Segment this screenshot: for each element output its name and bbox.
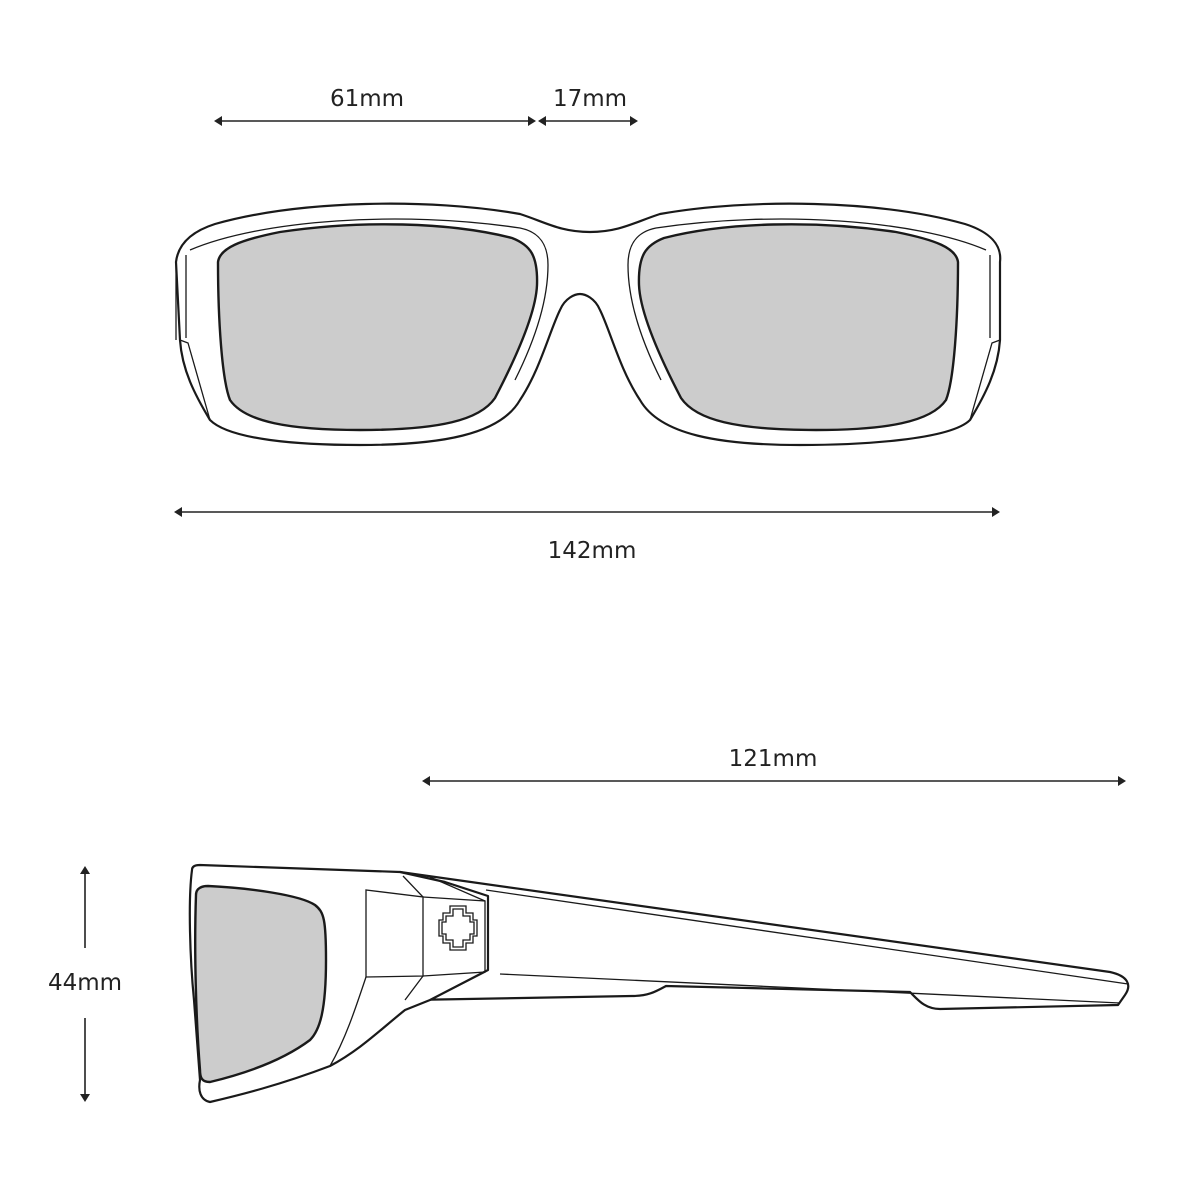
temple-length-dimension-line — [422, 776, 1126, 786]
temple-length-label: 121mm — [728, 746, 818, 772]
side-lens — [194, 884, 328, 1084]
left-lens — [216, 223, 539, 432]
lens-width-label: 61mm — [329, 86, 405, 112]
frame-width-dimension-line — [174, 507, 1000, 517]
side-view — [188, 863, 1130, 1104]
frame-width-label: 142mm — [547, 538, 637, 564]
front-view — [174, 202, 1002, 447]
lens-width-dimension-line — [214, 116, 536, 126]
bridge-width-dimension-line — [538, 116, 638, 126]
right-lens — [637, 223, 960, 432]
bridge-width-label: 17mm — [552, 86, 628, 112]
lens-height-label: 44mm — [47, 970, 123, 996]
temple-arm — [398, 870, 1130, 1011]
spy-cross-logo-icon — [438, 905, 478, 951]
lens-height-dimension-line — [80, 866, 90, 1102]
